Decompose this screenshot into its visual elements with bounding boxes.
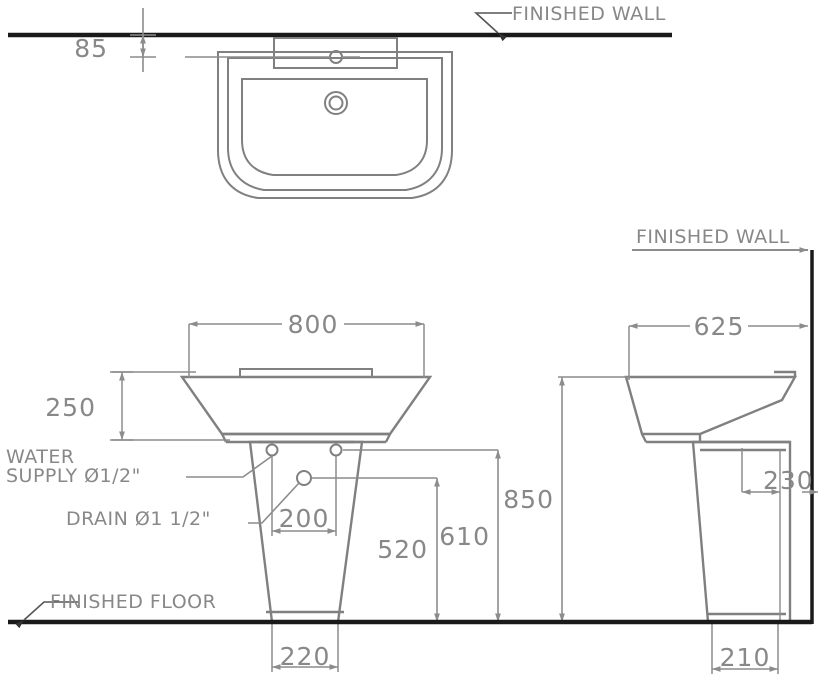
dim-label-85: 85 [74,34,108,63]
dim-85-group [130,8,156,72]
dim-210-group [711,624,779,674]
dim-label-610: 610 [439,522,490,551]
side-basin-body [624,370,798,444]
label-finished-floor: FINISHED FLOOR [50,591,216,613]
drain-leader [248,482,300,524]
label-finished-wall-right: FINISHED WALL [636,226,790,248]
dim-520-group [312,477,440,622]
dim-850-group [558,376,630,622]
finished-floor-group [8,601,812,629]
dim-610-group [343,449,501,622]
dim-200-group [271,456,337,536]
plan-finished-wall [8,12,672,42]
dim-800-group [188,321,425,378]
side-elevation-group: FINISHED WALL 625 850 [503,226,818,674]
dim-250-group [110,371,230,441]
plan-rear-faucet-hole [185,50,360,64]
dim-label-220: 220 [280,642,331,671]
finished-floor-leader [15,601,78,629]
plan-basin-outline [217,37,453,199]
label-finished-wall-top: FINISHED WALL [512,3,666,25]
front-supply-holes [265,443,343,457]
dim-label-625: 625 [694,312,745,341]
plan-waste-hole [324,91,348,115]
water-supply-leader [186,455,273,478]
dim-label-250: 250 [45,393,96,422]
dim-label-800: 800 [288,310,339,339]
dim-220-group [271,624,339,672]
label-water-supply-1: WATER [6,446,75,468]
dim-label-210: 210 [720,643,771,672]
front-backsplash [239,368,373,378]
front-basin-body [179,375,433,444]
label-water-supply-2: SUPPLY Ø1/2" [6,465,141,487]
label-drain: DRAIN Ø1 1/2" [66,508,211,530]
dim-label-850: 850 [503,485,554,514]
dim-230-group [741,448,818,622]
dim-625-group [628,323,808,380]
plan-view-group: FINISHED WALL [8,3,672,199]
front-elevation-group: 800 250 WATER SUPPLY Ø1/2" DRAIN Ø1 1/2"… [6,310,501,672]
finished-wall-leader [473,12,512,42]
dim-label-520: 520 [377,535,428,564]
dim-label-230: 230 [763,466,814,495]
front-drain-hole [296,470,312,486]
dim-label-200: 200 [279,504,330,533]
